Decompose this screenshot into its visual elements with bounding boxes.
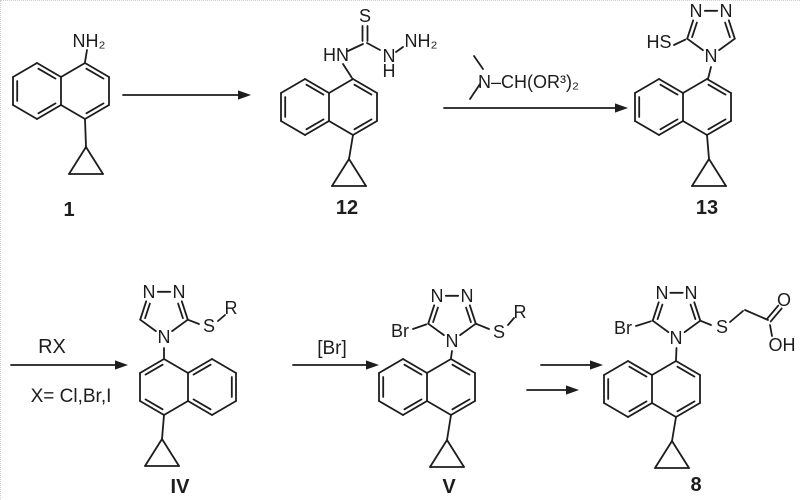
thioether-s-label: S: [716, 317, 728, 337]
thioether-s-label: S: [203, 316, 215, 336]
halide-scope-label: X= Cl,Br,I: [31, 386, 112, 407]
compound-number: V: [442, 476, 456, 498]
step-4-reagent: [Br]: [317, 338, 347, 359]
compound-number: 13: [696, 197, 718, 219]
compound-1: NH₂ 1: [63, 31, 105, 221]
terminal-amine-label: NH₂: [405, 31, 438, 51]
bromo-label: Br: [614, 318, 632, 338]
step-2-reagent: N–CH(OR³)₂: [478, 72, 579, 92]
bond-skeleton: [12, 9, 783, 469]
triazole-n2-label: N: [173, 282, 186, 302]
triazole-n4-label: N: [158, 327, 171, 347]
bromination-label: [Br]: [317, 338, 347, 359]
triazole-n4-label: N: [705, 46, 718, 66]
hydrazide-h-label: H: [383, 61, 396, 81]
step-3-reagent: RX X= Cl,Br,I: [31, 336, 112, 407]
aminal-reagent-label: N–CH(OR³)₂: [478, 72, 579, 92]
triazole-n1-label: N: [690, 1, 703, 21]
amine-label: NH₂: [73, 31, 106, 51]
compound-8: N N Br N S O OH 8: [614, 283, 796, 496]
triazole-n1-label: N: [656, 283, 669, 303]
compound-number: 8: [690, 474, 701, 496]
compound-number: 12: [336, 197, 358, 219]
thione-sulfur-label: S: [359, 6, 371, 26]
compound-12: S HN N H NH₂ 12: [323, 6, 438, 219]
alkyl-halide-label: RX: [38, 336, 66, 358]
compound-number: 1: [63, 199, 74, 221]
r-group-label: R: [225, 298, 238, 318]
thioether-s-label: S: [493, 322, 505, 342]
compound-V: N N Br N S R V: [391, 286, 527, 498]
triazole-n2-label: N: [720, 1, 733, 21]
compound-number: IV: [171, 476, 191, 498]
compound-13: N N HS N 13: [646, 1, 732, 219]
amide-nh-label: HN: [323, 45, 349, 65]
triazole-n1-label: N: [143, 282, 156, 302]
triazole-n1-label: N: [431, 286, 444, 306]
thiol-label: HS: [646, 32, 671, 52]
carbonyl-o-label: O: [777, 290, 791, 310]
r-group-label: R: [514, 302, 527, 322]
reaction-arrows: [10, 90, 628, 395]
triazole-n2-label: N: [685, 283, 698, 303]
compound-IV: N N N S R IV: [143, 282, 238, 498]
hydrazide-n-label: N: [383, 46, 396, 66]
triazole-n4-label: N: [670, 328, 683, 348]
bromo-label: Br: [391, 321, 409, 341]
triazole-n4-label: N: [446, 331, 459, 351]
hydroxyl-label: OH: [769, 335, 796, 355]
triazole-n2-label: N: [461, 286, 474, 306]
